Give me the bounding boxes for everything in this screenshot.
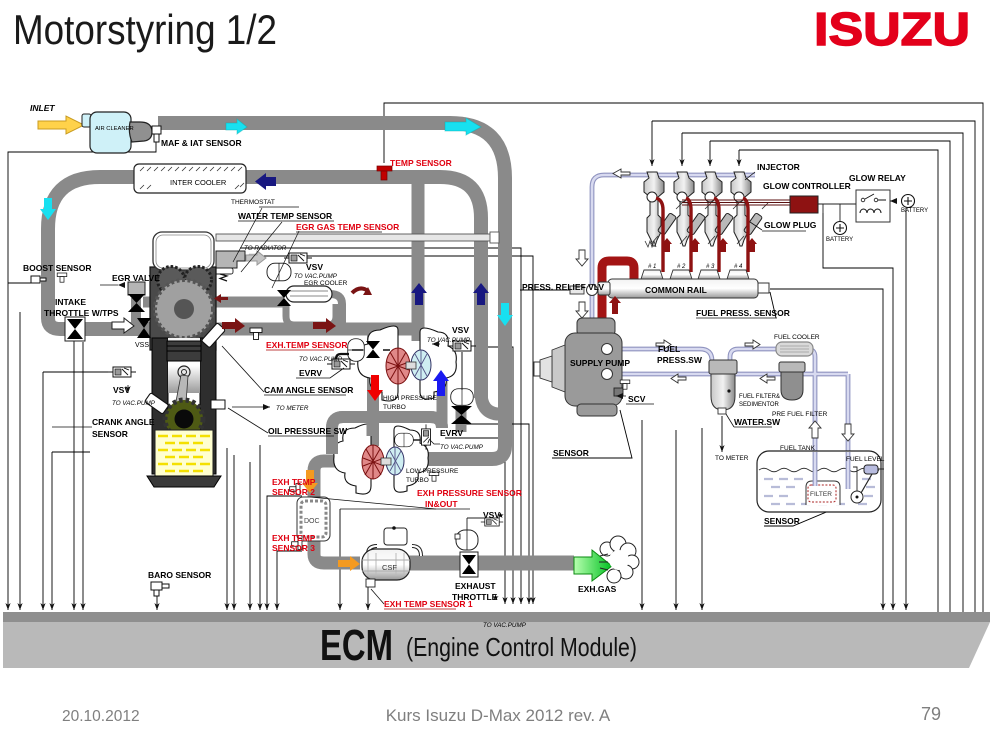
- svg-text:SENSOR: SENSOR: [764, 516, 800, 526]
- svg-text:SUPPLY PUMP: SUPPLY PUMP: [570, 358, 630, 368]
- svg-text:TO VAC.PUMP: TO VAC.PUMP: [112, 400, 156, 407]
- svg-text:THROTTLE: THROTTLE: [452, 592, 498, 602]
- svg-text:WATER TEMP SENSOR: WATER TEMP SENSOR: [238, 211, 332, 221]
- svg-text:79: 79: [921, 704, 941, 724]
- svg-text:BATTERY: BATTERY: [826, 237, 853, 243]
- svg-text:PRESS. RELIEF VLV: PRESS. RELIEF VLV: [522, 282, 604, 292]
- svg-text:(Engine Control Module): (Engine Control Module): [406, 632, 637, 662]
- svg-text:HIGH PRESSURE: HIGH PRESSURE: [383, 395, 437, 402]
- svg-text:20.10.2012: 20.10.2012: [62, 708, 140, 725]
- svg-text:AIR CLEANER: AIR CLEANER: [95, 126, 134, 132]
- svg-text:ECM: ECM: [320, 621, 393, 670]
- svg-text:FUEL FILTER&: FUEL FILTER&: [739, 394, 780, 400]
- svg-text:EXH.TEMP SENSOR: EXH.TEMP SENSOR: [266, 340, 348, 350]
- svg-text:EXH TEMP: EXH TEMP: [272, 533, 316, 543]
- svg-text:CRANK ANGLE: CRANK ANGLE: [92, 417, 155, 427]
- svg-text:FUEL TANK: FUEL TANK: [780, 445, 816, 452]
- svg-text:FUEL PRESS. SENSOR: FUEL PRESS. SENSOR: [696, 308, 790, 318]
- svg-text:WATER.SW: WATER.SW: [734, 417, 781, 427]
- svg-text:VSV: VSV: [452, 325, 469, 335]
- svg-text:GLOW CONTROLLER: GLOW CONTROLLER: [763, 181, 851, 191]
- svg-text:EVRV: EVRV: [440, 428, 463, 438]
- svg-text:# 4: # 4: [734, 264, 743, 270]
- svg-text:LOW PRESSURE: LOW PRESSURE: [406, 468, 459, 475]
- svg-text:GLOW RELAY: GLOW RELAY: [849, 173, 906, 183]
- svg-text:CAM ANGLE SENSOR: CAM ANGLE SENSOR: [264, 385, 353, 395]
- svg-text:TEMP SENSOR: TEMP SENSOR: [390, 158, 452, 168]
- svg-text:VSV: VSV: [113, 385, 130, 395]
- svg-text:ISUZU: ISUZU: [814, 3, 970, 55]
- svg-text:Motorstyring 1/2: Motorstyring 1/2: [13, 6, 277, 53]
- svg-text:EGR GAS TEMP SENSOR: EGR GAS TEMP SENSOR: [296, 222, 399, 232]
- svg-text:BOOST SENSOR: BOOST SENSOR: [23, 263, 91, 273]
- svg-text:FUEL LEVEL: FUEL LEVEL: [846, 456, 885, 463]
- svg-text:TO VAC.PUMP: TO VAC.PUMP: [440, 444, 484, 451]
- svg-text:TO VAC.PUMP: TO VAC.PUMP: [427, 337, 471, 344]
- svg-text:VSV: VSV: [483, 510, 500, 520]
- svg-text:SEDIMENTOR: SEDIMENTOR: [739, 402, 780, 408]
- svg-text:VSS: VSS: [135, 342, 149, 349]
- svg-text:GLOW PLUG: GLOW PLUG: [764, 220, 817, 230]
- svg-text:PRESS.SW: PRESS.SW: [657, 355, 703, 365]
- svg-text:THROTTLE W/TPS: THROTTLE W/TPS: [44, 308, 119, 318]
- svg-text:TURBO: TURBO: [406, 477, 429, 484]
- svg-text:INJECTOR: INJECTOR: [757, 162, 800, 172]
- svg-text:★: ★: [497, 511, 504, 520]
- svg-text:FUEL COOLER: FUEL COOLER: [774, 334, 820, 341]
- svg-text:BARO SENSOR: BARO SENSOR: [148, 570, 211, 580]
- svg-text:TO METER: TO METER: [715, 455, 749, 462]
- svg-text:SENSOR: SENSOR: [92, 429, 128, 439]
- svg-text:MAF & IAT SENSOR: MAF & IAT SENSOR: [161, 138, 242, 148]
- svg-text:SENSOR 3: SENSOR 3: [272, 543, 315, 553]
- svg-text:SENSOR: SENSOR: [553, 448, 589, 458]
- svg-text:FILTER: FILTER: [810, 491, 832, 498]
- svg-text:EVRV: EVRV: [299, 368, 322, 378]
- svg-text:INLET: INLET: [30, 103, 55, 113]
- svg-text:INTAKE: INTAKE: [55, 297, 86, 307]
- svg-text:EXH PRESSURE SENSOR: EXH PRESSURE SENSOR: [417, 488, 522, 498]
- svg-text:SCV: SCV: [628, 394, 646, 404]
- svg-text:COMMON RAIL: COMMON RAIL: [645, 285, 707, 295]
- svg-text:SENSOR 2: SENSOR 2: [272, 487, 315, 497]
- svg-text:★: ★: [492, 593, 499, 602]
- svg-text:# 1: # 1: [648, 264, 656, 270]
- svg-text:TO VAC.PUMP: TO VAC.PUMP: [299, 356, 343, 363]
- svg-text:TO RADIATOR: TO RADIATOR: [244, 245, 287, 252]
- svg-text:PRE FUEL FILTER: PRE FUEL FILTER: [772, 411, 828, 418]
- svg-text:EGR COOLER: EGR COOLER: [304, 280, 348, 287]
- svg-text:DOC: DOC: [304, 518, 320, 525]
- svg-text:EXH.GAS: EXH.GAS: [578, 584, 617, 594]
- svg-text:TURBO: TURBO: [383, 404, 406, 411]
- svg-text:OIL PRESSURE SW: OIL PRESSURE SW: [268, 426, 348, 436]
- svg-text:TO METER: TO METER: [276, 405, 309, 412]
- svg-text:THERMOSTAT: THERMOSTAT: [231, 199, 275, 206]
- svg-text:TO VAC.PUMP: TO VAC.PUMP: [294, 273, 338, 280]
- svg-text:EXH TEMP SENSOR 1: EXH TEMP SENSOR 1: [384, 599, 473, 609]
- svg-text:EXHAUST: EXHAUST: [455, 581, 496, 591]
- svg-text:INTER COOLER: INTER COOLER: [170, 178, 227, 187]
- svg-text:IN&OUT: IN&OUT: [425, 499, 458, 509]
- svg-text:Kurs Isuzu D-Max 2012 rev. A: Kurs Isuzu D-Max 2012 rev. A: [386, 706, 611, 725]
- svg-text:# 3: # 3: [706, 264, 715, 270]
- svg-text:EXH TEMP: EXH TEMP: [272, 477, 316, 487]
- svg-text:EGR VALVE: EGR VALVE: [112, 273, 160, 283]
- svg-text:CSF: CSF: [382, 563, 397, 572]
- svg-text:FUEL: FUEL: [658, 344, 680, 354]
- svg-text:# 2: # 2: [677, 264, 686, 270]
- svg-text:BATTERY: BATTERY: [901, 208, 928, 214]
- svg-text:VSV: VSV: [306, 262, 323, 272]
- svg-text:TO VAC.PUMP: TO VAC.PUMP: [483, 622, 527, 629]
